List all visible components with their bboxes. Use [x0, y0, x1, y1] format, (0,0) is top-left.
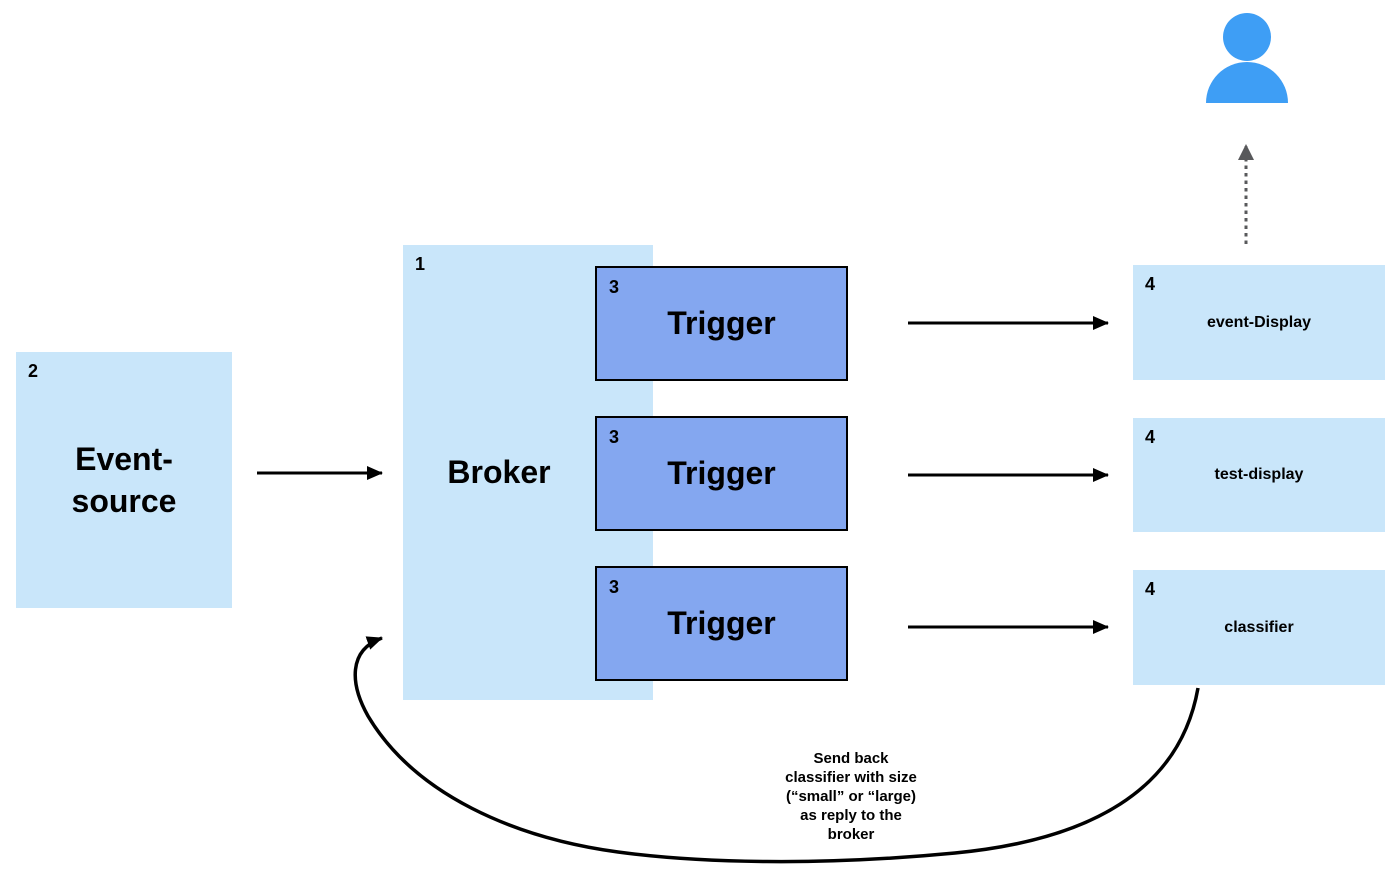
person-icon — [1206, 13, 1288, 103]
destination-box-classifier: 4 classifier — [1133, 570, 1385, 685]
trigger-box-1: 3 Trigger — [595, 266, 848, 381]
event-display-label: event-Display — [1206, 313, 1312, 331]
trigger-3-number: 3 — [609, 577, 620, 597]
event-source-label-line2: source — [71, 483, 177, 519]
annotation-line-1: Send back — [813, 750, 889, 767]
annotation-line-4: as reply to the — [800, 807, 902, 824]
return-arrow-annotation: Send back classifier with size (“small” … — [745, 749, 957, 844]
annotation-line-3: (“small” or “large) — [785, 788, 917, 805]
event-source-number: 2 — [28, 361, 39, 381]
event-display-number: 4 — [1145, 274, 1156, 294]
test-display-number: 4 — [1145, 427, 1156, 447]
event-source-label-line1: Event- — [75, 440, 173, 477]
event-source-label: Event- source — [16, 352, 232, 608]
destination-box-test-display: 4 test-display — [1133, 418, 1385, 532]
classifier-number: 4 — [1145, 579, 1156, 599]
trigger-1-label: Trigger — [667, 305, 776, 342]
broker-number: 1 — [415, 254, 426, 274]
annotation-line-5: broker — [827, 826, 875, 843]
broker-label: Broker — [447, 454, 551, 490]
trigger-2-number: 3 — [609, 427, 620, 447]
destination-box-event-display: 4 event-Display — [1133, 265, 1385, 380]
annotation-line-2: classifier with size — [785, 769, 917, 786]
event-source-box: 2 Event- source — [16, 352, 232, 608]
classifier-label: classifier — [1224, 618, 1294, 636]
trigger-box-2: 3 Trigger — [595, 416, 848, 531]
trigger-1-number: 3 — [609, 277, 620, 297]
trigger-3-label: Trigger — [667, 605, 776, 642]
trigger-box-3: 3 Trigger — [595, 566, 848, 681]
trigger-2-label: Trigger — [667, 455, 776, 492]
test-display-label: test-display — [1214, 466, 1304, 483]
